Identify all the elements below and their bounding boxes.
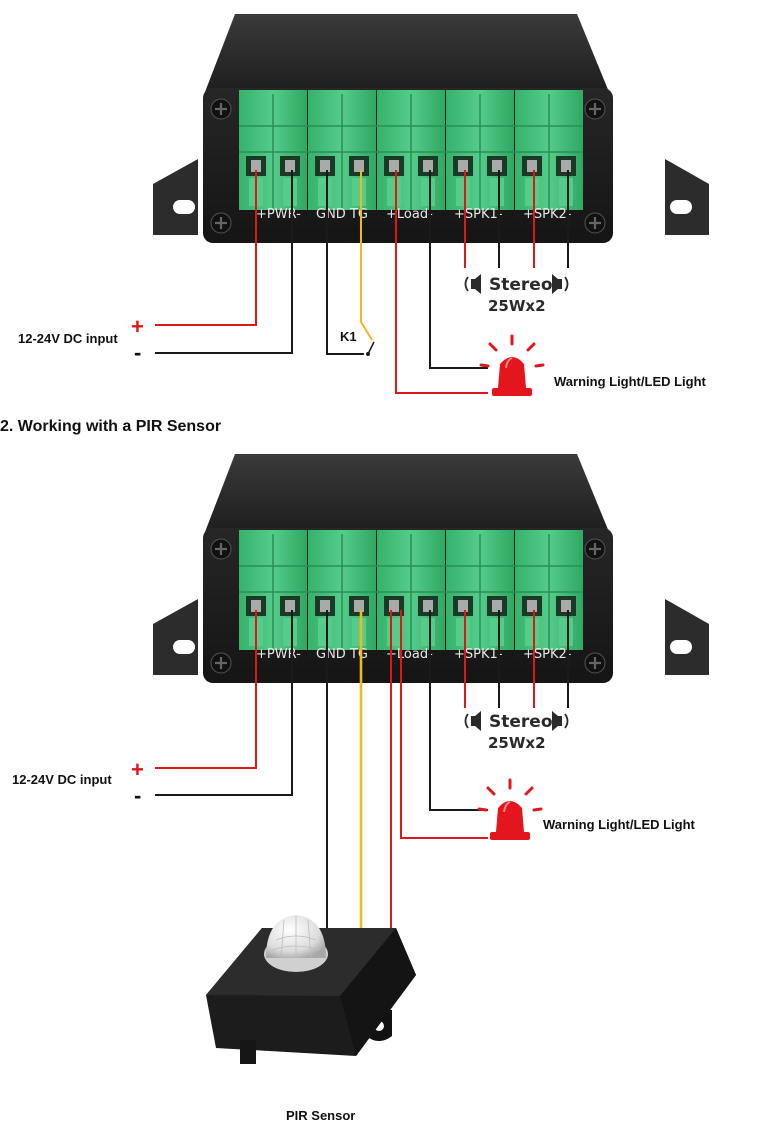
terminal-label-gnd-tg: GND TG	[316, 207, 368, 222]
wire-power-plus	[155, 610, 257, 769]
pir-sensor-icon	[206, 915, 416, 1064]
stereo-label: Stereo	[489, 275, 553, 295]
pir-sensor-label: PIR Sensor	[286, 1108, 355, 1123]
switch-k1: K1	[340, 329, 375, 356]
diagram-2: +PWR- GND TG +Load- +SPK1- +SPK2- + - 12…	[12, 454, 709, 1123]
switch-label: K1	[340, 329, 357, 344]
wire-load-plus	[395, 170, 488, 394]
terminal-labels-2: +PWR- GND TG +Load- +SPK1- +SPK2-	[256, 647, 572, 662]
wire-load-minus	[429, 170, 488, 369]
diagram-1: +PWR- GND TG +Load- +SPK1- +SPK2- K1 + -…	[18, 14, 709, 398]
terminal-label-pwr: +PWR-	[256, 647, 301, 662]
stereo-speakers-2: Stereo 25Wx2	[464, 710, 569, 752]
stereo-power-label: 25Wx2	[488, 734, 546, 752]
wire-load-plus	[400, 610, 488, 839]
terminal-label-pwr: +PWR-	[256, 207, 301, 222]
stereo-label: Stereo	[489, 712, 553, 732]
warning-lamp-icon	[479, 334, 545, 398]
speaker-right-icon	[551, 273, 569, 295]
power-input-label: 12-24V DC input	[12, 772, 112, 787]
warning-lamp-icon	[477, 778, 543, 842]
stereo-speakers-1: Stereo 25Wx2	[464, 273, 569, 315]
wire-power-minus	[155, 170, 293, 354]
wires-1	[155, 170, 569, 394]
terminal-labels-1: +PWR- GND TG +Load- +SPK1- +SPK2-	[256, 207, 572, 222]
wire-power-plus	[155, 170, 257, 326]
terminal-label-load: +Load-	[386, 207, 433, 222]
wire-load-minus	[429, 610, 488, 811]
warning-light-label: Warning Light/LED Light	[554, 374, 707, 389]
terminal-label-spk1: +SPK1-	[454, 647, 503, 662]
power-minus-sign: -	[134, 783, 141, 808]
terminal-label-load: +Load-	[386, 647, 433, 662]
terminal-label-gnd-tg: GND TG	[316, 647, 368, 662]
wire-power-minus	[155, 610, 293, 796]
terminal-label-spk2: +SPK2-	[523, 647, 572, 662]
power-input-label: 12-24V DC input	[18, 331, 118, 346]
terminal-label-spk2: +SPK2-	[523, 207, 572, 222]
wire-trigger	[360, 170, 373, 341]
power-minus-sign: -	[134, 340, 141, 365]
wires-2	[155, 610, 569, 928]
section-2-title: 2. Working with a PIR Sensor	[0, 418, 221, 435]
terminal-label-spk1: +SPK1-	[454, 207, 503, 222]
stereo-power-label: 25Wx2	[488, 297, 546, 315]
power-plus-sign: +	[131, 314, 144, 339]
speaker-left-icon	[464, 710, 482, 732]
power-plus-sign: +	[131, 757, 144, 782]
wire-gnd	[326, 170, 364, 355]
speaker-right-icon	[551, 710, 569, 732]
warning-light-label: Warning Light/LED Light	[543, 817, 696, 832]
speaker-left-icon	[464, 273, 482, 295]
